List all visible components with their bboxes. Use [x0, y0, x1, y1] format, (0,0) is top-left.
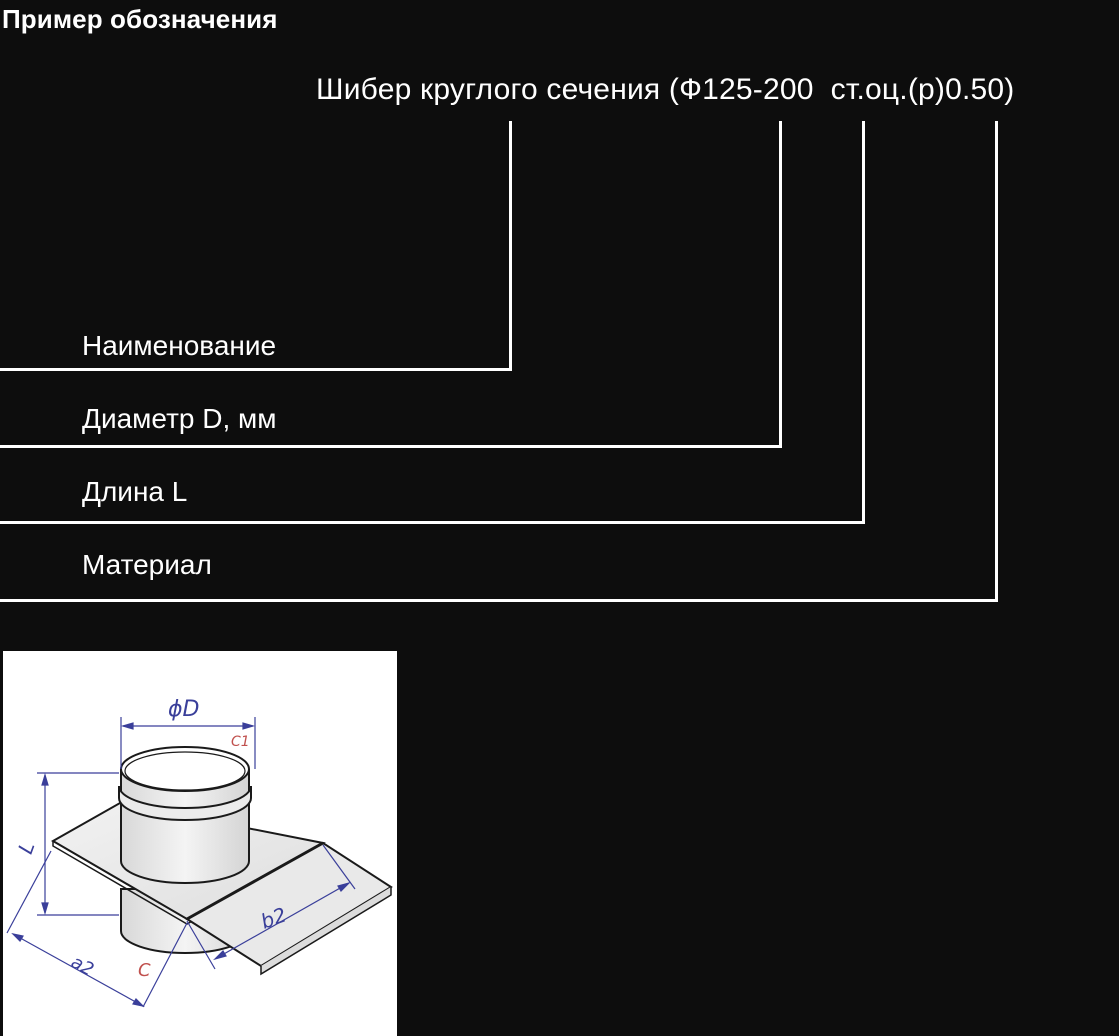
dim-label-diameter: ϕD [168, 697, 199, 722]
dim-label-a2: a2 [67, 952, 97, 981]
callout-line-material-horizontal [0, 599, 998, 602]
callout-line-name-horizontal [0, 368, 512, 371]
callout-line-material-vertical [995, 121, 998, 602]
callout-line-length-vertical [862, 121, 865, 524]
damper-drawing: ϕD C1 L a2 C b2 [3, 651, 397, 1036]
callout-label-name: Наименование [82, 330, 277, 361]
callout-label-diameter: Диаметр D, мм [82, 403, 277, 434]
callout-line-name-vertical [509, 121, 512, 371]
designation-example: Шибер круглого сечения (Ф125-200 ст.оц.(… [316, 73, 1015, 106]
dim-label-length: L [13, 838, 39, 857]
callout-label-material: Материал [82, 549, 212, 580]
callout-line-length-horizontal [0, 521, 865, 524]
dim-label-c: C [138, 960, 151, 981]
section-heading: Пример обозначения [2, 4, 278, 34]
callout-line-diameter-horizontal [0, 445, 782, 448]
callout-line-diameter-vertical [779, 121, 782, 448]
dim-label-c1: C1 [231, 734, 250, 750]
callout-label-length: Длина L [82, 476, 188, 507]
